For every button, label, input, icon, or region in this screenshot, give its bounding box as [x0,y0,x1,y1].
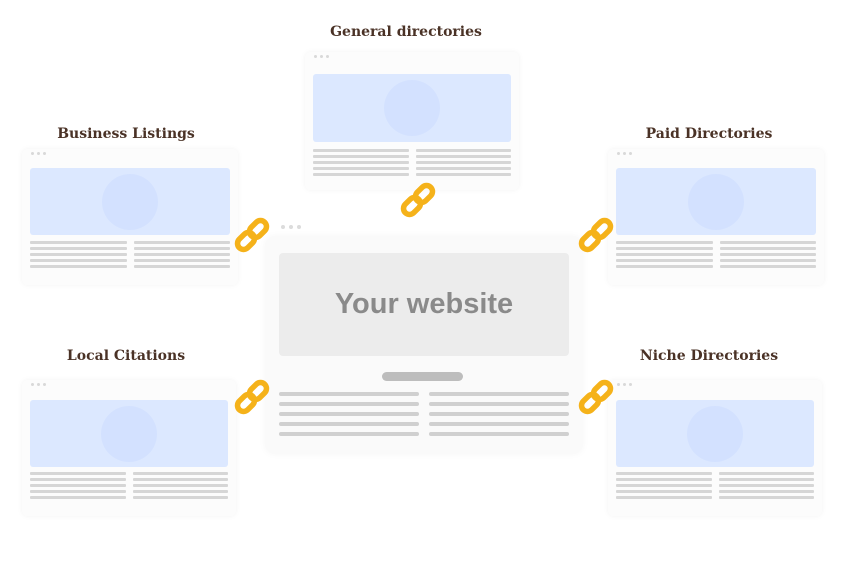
card-text-lines [313,149,511,176]
window-dots [31,152,46,155]
label-niche-directories: Niche Directories [639,348,779,364]
chain-link-icon [230,375,274,419]
window-dots [617,152,632,155]
main-hero-banner: Your website [279,253,569,356]
window-dots [617,383,632,386]
label-business-listings: Business Listings [57,126,195,142]
label-paid-directories: Paid Directories [645,126,773,142]
window-dots [314,55,329,58]
card-your-website: Your website [266,237,582,453]
chain-link-icon [574,375,618,419]
card-general-directories [305,52,519,190]
main-window-dots [281,225,301,229]
card-business-listings [22,149,238,285]
card-local-citations [22,380,236,516]
card-hero-image [30,400,228,467]
window-dots [31,383,46,386]
main-title: Your website [334,288,514,320]
card-hero-image [616,168,816,235]
card-hero-image [30,168,230,235]
chain-link-icon [230,213,274,257]
card-text-lines [30,472,228,499]
card-text-lines [616,472,814,499]
card-text-lines [616,241,816,268]
chain-link-icon [396,178,440,222]
card-text-lines [30,241,230,268]
main-text-lines [279,392,569,436]
card-hero-image [313,74,511,142]
card-paid-directories [608,149,824,285]
card-niche-directories [608,380,822,516]
label-local-citations: Local Citations [66,348,186,364]
card-hero-image [616,400,814,467]
chain-link-icon [574,213,618,257]
label-general-directories: General directories [330,24,482,40]
main-button-placeholder [382,372,463,381]
